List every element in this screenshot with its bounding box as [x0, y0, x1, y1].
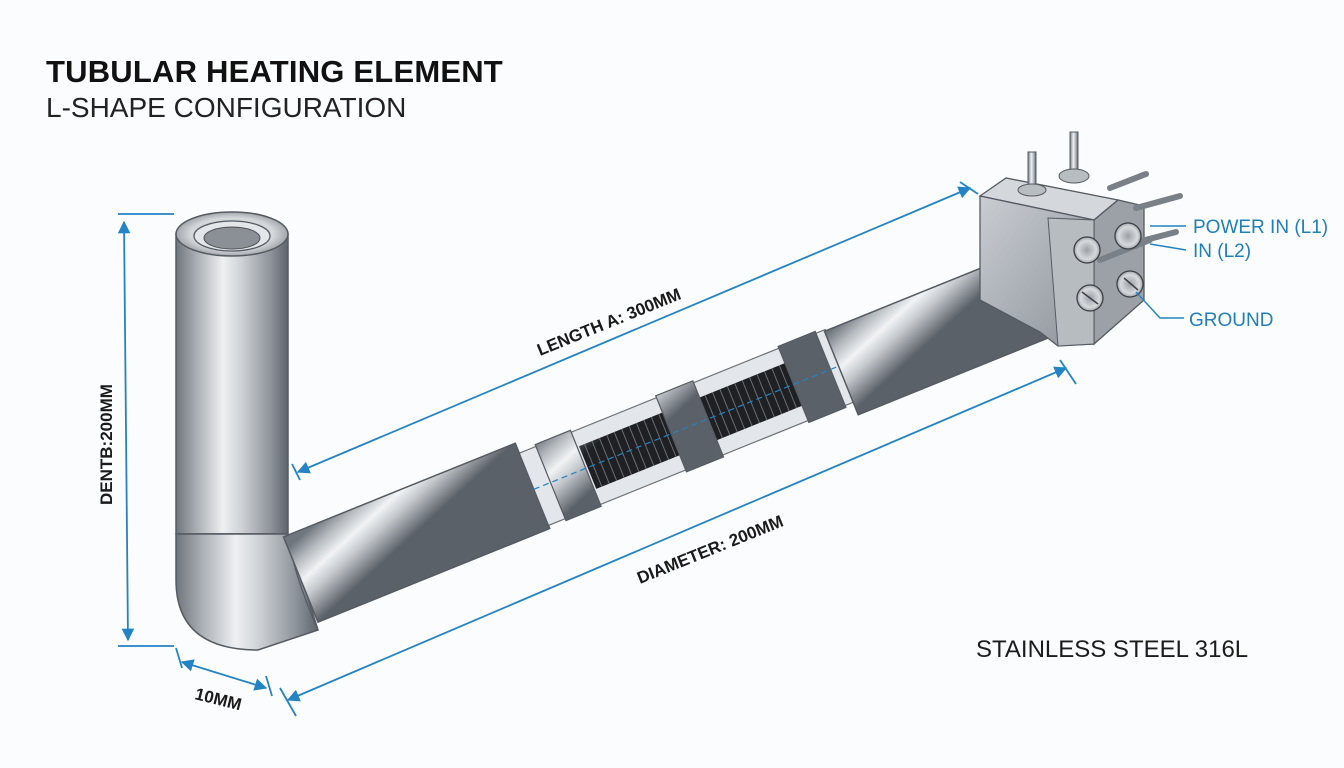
vertical-leg: [175, 233, 289, 535]
diameter-label: DIAMETER: 200MM: [634, 512, 786, 588]
dimension-base: [175, 647, 273, 697]
diagram-subtitle: L-SHAPE CONFIGURATION: [46, 92, 407, 123]
power-l1-label: POWER IN (L1): [1193, 217, 1328, 238]
dimension-diameter: [279, 359, 1077, 717]
tube-end-cap: [175, 211, 289, 257]
dimension-vertical: [117, 213, 174, 647]
ground-label: GROUND: [1189, 310, 1273, 331]
diagram-title: TUBULAR HEATING ELEMENT: [46, 54, 503, 89]
tube-left-section: [282, 442, 551, 624]
length-a-label: LENGTH A: 300MM: [534, 285, 683, 360]
terminal-screws: [1073, 222, 1144, 312]
terminal-box: [978, 177, 1145, 347]
vertical-dimension-label: DENTB:200MM: [97, 384, 116, 505]
base-dimension-label: 10MM: [193, 684, 243, 714]
power-l2-label: IN (L2): [1193, 241, 1251, 262]
top-terminal-pins: [1017, 131, 1090, 197]
terminal-leader-lines: [1135, 225, 1187, 319]
